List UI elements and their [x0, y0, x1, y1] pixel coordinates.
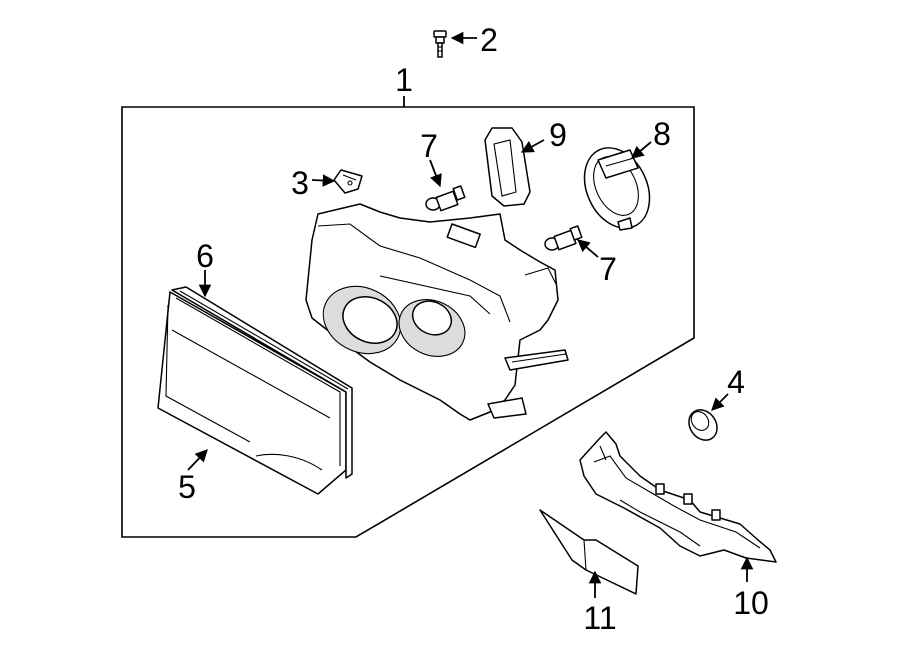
bulb-part: [544, 225, 583, 251]
callout-number: 7: [599, 251, 617, 287]
ring-leader: [631, 141, 652, 159]
callout-number: 11: [583, 600, 616, 636]
assembly-frame: [121, 106, 695, 538]
cap-leader: [711, 393, 729, 411]
callout-number: 5: [178, 469, 196, 505]
callout-number: 4: [727, 364, 745, 400]
callout-number: 6: [196, 238, 214, 274]
callout-number: 8: [653, 116, 671, 152]
cover-part: [484, 127, 531, 207]
cover-leader: [520, 139, 545, 153]
bulb-leader: [429, 159, 442, 188]
housing-part: [305, 203, 569, 421]
callout-number: 3: [291, 165, 309, 201]
callout-number: 2: [480, 22, 498, 58]
bulb-part: [425, 185, 466, 212]
bracket-part: [579, 431, 777, 563]
lens-leader: [187, 449, 208, 471]
bolt-part: [433, 30, 447, 58]
clip-part: [333, 169, 363, 194]
callout-number: 9: [549, 117, 567, 153]
bulb-leader: [577, 239, 599, 258]
callout-number: 10: [733, 585, 769, 621]
callout-number: 1: [395, 62, 413, 98]
cap-part: [688, 409, 718, 441]
callout-number: 7: [420, 128, 438, 164]
trim-strip-part: [539, 509, 639, 595]
seal-part: [171, 286, 353, 479]
ring-part: [583, 147, 651, 231]
clip-leader: [311, 174, 336, 187]
